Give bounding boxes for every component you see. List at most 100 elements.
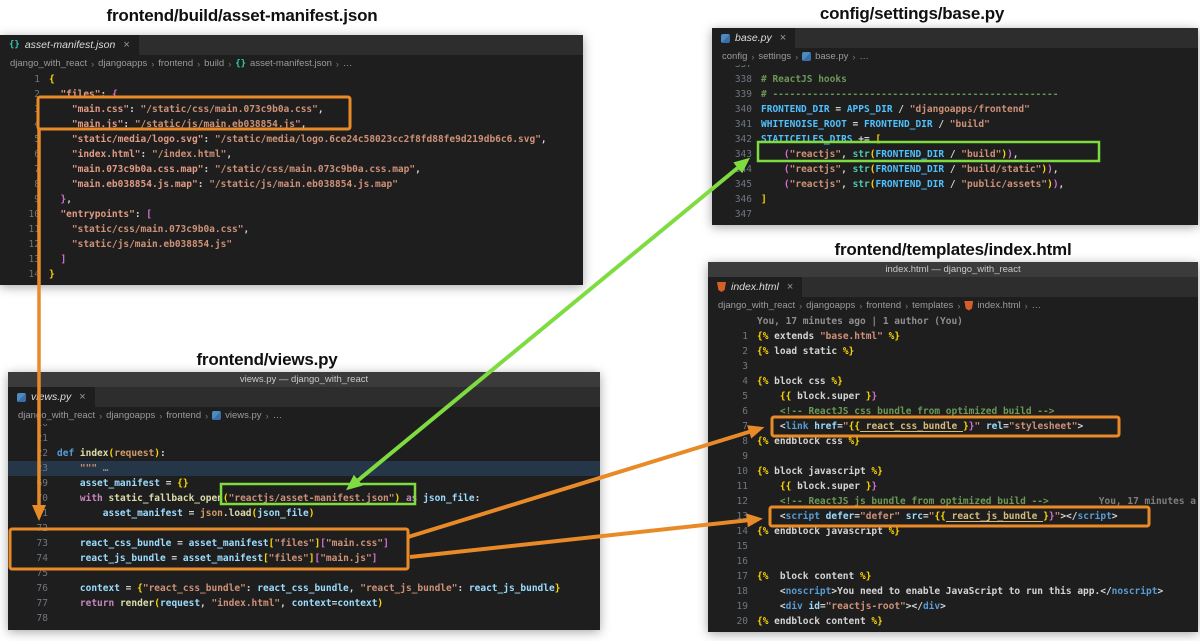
code-line: 4 "main.js": "/static/js/main.eb038854.j…: [0, 117, 583, 132]
code-line: 15: [708, 539, 1198, 554]
tab-base.py[interactable]: base.py×: [712, 28, 796, 48]
code-line-content: <noscript>You need to enable JavaScript …: [757, 586, 1164, 597]
code-line: 71 asset_manifest = json.load(json_file): [8, 506, 600, 521]
line-number: 339: [734, 89, 752, 100]
code-line: 1{% extends "base.html" %}: [708, 329, 1198, 344]
line-number: 18: [736, 586, 748, 597]
breadcrumb-segment[interactable]: build: [204, 58, 225, 69]
breadcrumb-segment[interactable]: frontend: [166, 410, 202, 421]
breadcrumb-segment[interactable]: django_with_react: [10, 58, 88, 69]
code-line: 2{% load static %}: [708, 344, 1198, 359]
tab-index.html[interactable]: index.html ×: [708, 277, 803, 297]
code-line-content: FRONTEND_DIR = APPS_DIR / "djangoapps/fr…: [761, 104, 1030, 115]
code-line: 18 <noscript>You need to enable JavaScri…: [708, 584, 1198, 599]
breadcrumb-tail[interactable]: …: [342, 58, 353, 69]
breadcrumb[interactable]: django_with_react›djangoapps›frontend›vi…: [8, 407, 600, 424]
breadcrumb-segment[interactable]: templates: [912, 300, 954, 311]
chevron-right-icon: ›: [859, 300, 863, 311]
code-line-content: [761, 207, 1198, 222]
code-line-content: [57, 521, 600, 536]
line-number: 74: [36, 553, 48, 564]
line-number: 19: [736, 601, 748, 612]
close-icon[interactable]: ×: [123, 39, 130, 51]
breadcrumb[interactable]: config›settings›base.py›…: [712, 48, 1198, 65]
code-line-content: {% load static %}: [757, 346, 855, 357]
code-line: 344 ("reactjs", str(FRONTEND_DIR / "buil…: [712, 162, 1198, 177]
line-number: 7: [742, 421, 748, 432]
code-line-content: {% block content %}: [757, 571, 872, 582]
breadcrumb-file[interactable]: index.html: [977, 300, 1021, 311]
code-line: You, 17 minutes ago | 1 author (You): [708, 314, 1198, 329]
breadcrumb[interactable]: django_with_react›djangoapps›frontend›te…: [708, 297, 1198, 314]
code-line: 347: [712, 207, 1198, 222]
breadcrumb-tail[interactable]: …: [1031, 300, 1042, 311]
breadcrumb-file[interactable]: views.py: [225, 410, 262, 421]
code-line: 77 return render(request, "index.html", …: [8, 596, 600, 611]
code-line-content: STATICFILES_DIRS += [: [761, 134, 882, 145]
breadcrumb-segment[interactable]: settings: [758, 51, 792, 62]
json-braces-icon: {}: [9, 40, 20, 50]
code-line-content: [57, 431, 600, 446]
tab-views.py[interactable]: views.py×: [8, 387, 95, 407]
line-number: 344: [734, 164, 752, 175]
code-line-content: react_css_bundle = asset_manifest["files…: [79, 538, 389, 549]
line-number: 12: [28, 239, 40, 250]
code-line: 16: [708, 554, 1198, 569]
code-line-content: "entrypoints": [: [60, 209, 152, 220]
breadcrumb[interactable]: django_with_react›djangoapps›frontend›bu…: [0, 55, 583, 72]
code-line-content: You, 17 minutes ago | 1 author (You): [757, 316, 963, 327]
blame-annotation: You, 17 minutes a: [1098, 496, 1196, 507]
chevron-right-icon: ›: [99, 410, 103, 421]
line-number: 343: [734, 149, 752, 160]
editor-window-asset-manifest: {}asset-manifest.json×django_with_react›…: [0, 35, 583, 285]
code-line-content: <link href="{{ react_css_bundle }}" rel=…: [757, 421, 1084, 432]
line-number: 342: [734, 134, 752, 145]
breadcrumb-tail[interactable]: …: [859, 51, 869, 62]
line-number: 23: [36, 463, 48, 474]
close-icon[interactable]: ×: [779, 32, 787, 44]
code-line: 70 with static_fallback_open("reactjs/as…: [8, 491, 600, 506]
line-number: 7: [34, 164, 40, 175]
line-number: 78: [36, 613, 48, 624]
breadcrumb-segment[interactable]: djangoapps: [98, 58, 148, 69]
code-line: 19 <div id="reactjs-root"></div>: [708, 599, 1198, 614]
code-line-content: [757, 554, 1198, 569]
code-line-content: {% block css %}: [757, 376, 843, 387]
chevron-right-icon: ›: [151, 58, 155, 69]
line-number: 347: [734, 209, 752, 220]
code-line-content: context = {"react_css_bundle": react_css…: [79, 583, 561, 594]
breadcrumb-segment[interactable]: config: [722, 51, 748, 62]
line-number: 4: [34, 119, 40, 130]
code-line-content: {% endblock css %}: [757, 436, 860, 447]
breadcrumb-tail[interactable]: …: [272, 410, 283, 421]
code-line-content: asset_manifest = {}: [79, 478, 189, 489]
tab-label: index.html: [731, 281, 779, 293]
breadcrumb-segment[interactable]: djangoapps: [106, 410, 156, 421]
line-number: [708, 314, 757, 329]
chevron-right-icon: ›: [905, 300, 909, 311]
breadcrumb-file[interactable]: base.py: [815, 51, 849, 62]
tab-asset-manifest.json[interactable]: {}asset-manifest.json×: [0, 35, 139, 55]
code-area[interactable]: 1{2 "files": {3 "main.css": "/static/css…: [0, 72, 583, 282]
line-number: 338: [734, 74, 752, 85]
line-number: 76: [36, 583, 48, 594]
code-line-content: # ReactJS hooks: [761, 74, 847, 85]
line-number: 1: [34, 74, 40, 85]
code-line-content: <!-- ReactJS js bundle from optimized bu…: [779, 496, 1196, 507]
close-icon[interactable]: ×: [786, 281, 794, 293]
breadcrumb-segment[interactable]: frontend: [866, 300, 902, 311]
code-line: 7 <link href="{{ react_css_bundle }}" re…: [708, 419, 1198, 434]
breadcrumb-segment[interactable]: djangoapps: [806, 300, 856, 311]
close-icon[interactable]: ×: [79, 391, 86, 403]
breadcrumb-file[interactable]: asset-manifest.json: [250, 58, 332, 69]
chevron-right-icon: ›: [335, 58, 339, 69]
code-line: 343 ("reactjs", str(FRONTEND_DIR / "buil…: [712, 147, 1198, 162]
breadcrumb-segment[interactable]: django_with_react: [18, 410, 96, 421]
breadcrumb-segment[interactable]: frontend: [158, 58, 194, 69]
line-number: 75: [36, 568, 48, 579]
code-area[interactable]: You, 17 minutes ago | 1 author (You) 1{% …: [708, 314, 1198, 629]
code-area[interactable]: 202122def index(request):23 """ …69 asse…: [8, 424, 600, 626]
breadcrumb-segment[interactable]: django_with_react: [718, 300, 796, 311]
